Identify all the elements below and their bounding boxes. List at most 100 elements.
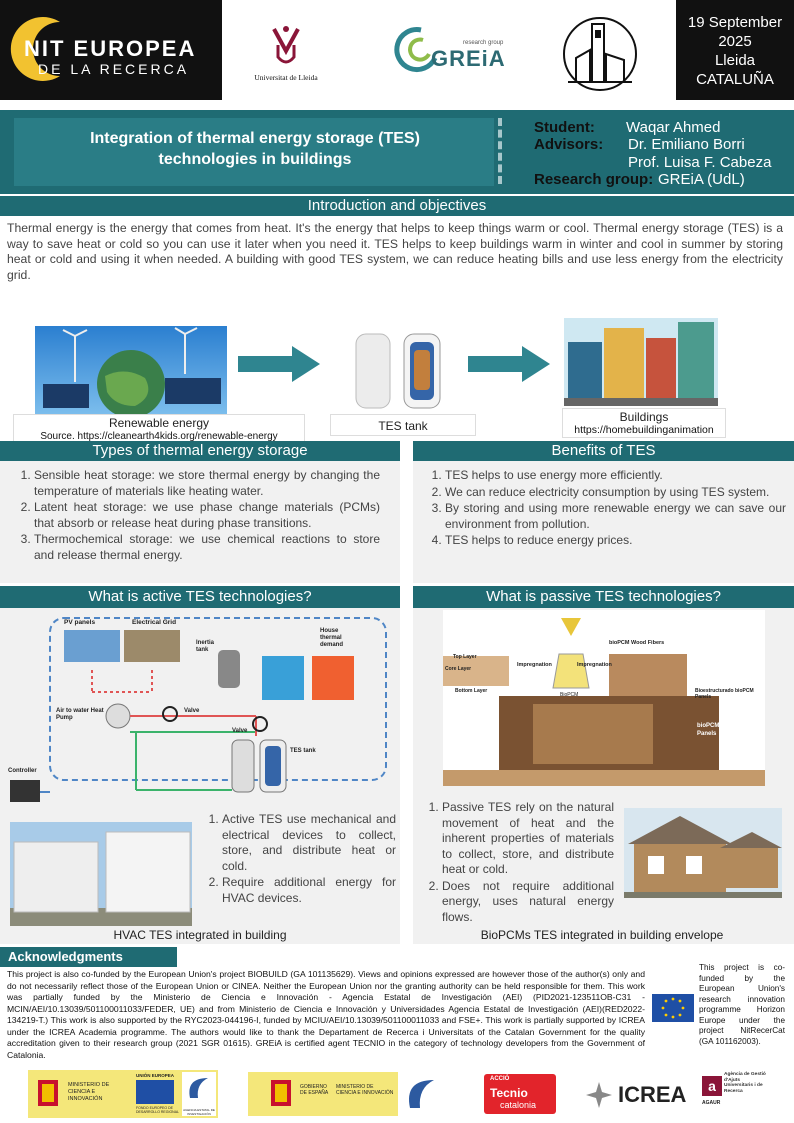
intro-heading: Introduction and objectives [0,196,794,216]
fondo-text: FONDO EUROPEO DE DESARROLLO REGIONAL [136,1106,179,1114]
container-units-icon [10,831,192,926]
caption-renewable: Renewable energy [108,416,210,430]
logo-icrea: ICREA [584,1078,686,1112]
title-band: Integration of thermal energy storage (T… [0,110,794,194]
diag-pv: PV panels [64,619,96,626]
greia-swirl-icon [394,27,438,73]
agencia-text: AGENCIA ESTATAL DE INVESTIGACIÓN [183,1108,215,1116]
benefits-item: TES helps to reduce energy prices. [445,533,786,549]
active-item: Require additional energy for HVAC devic… [222,875,396,906]
pdiag-flooring: bioPCM Flooring [463,737,487,751]
nit-europea-logo: NIT EUROPEA DE LA RECERCA [0,0,222,100]
types-list: Sensible heat storage: we store thermal … [10,468,380,564]
pdiag-top: Top Layer [453,654,477,660]
active-item: Active TES use mechanical and electrical… [222,812,396,874]
date-line4: CATALUÑA [696,71,774,88]
renewable-energy-image [35,326,227,418]
tank-pair-icon [355,333,441,409]
udl-logo: Universitat de Lleida [246,14,326,90]
diag-controller: Controller [8,768,37,774]
active-diagram: PV panels Electrical Grid Inertia tank H… [6,612,400,812]
udl-emblem-icon [272,25,300,63]
caption-renewable-source: Source. https://cleanearth4kids.org/rene… [40,431,278,442]
passive-list: Passive TES rely on the natural movement… [418,800,614,926]
diag-inertia: Inertia tank [196,640,215,653]
ministerio-text: MINISTERIO DE CIENCIA E INNOVACIÓN [68,1082,110,1102]
eu-mini-flag [136,1080,174,1104]
arrow-right-icon-2 [468,346,550,382]
spain-shield-icon-2 [271,1080,291,1106]
logo-accio: ACCIÓ Tecnio catalonia [484,1074,556,1114]
diag-grid: Electrical Grid [132,619,177,626]
advisor1: Dr. Emiliano Borri [628,136,745,153]
logo-gobierno-group: GOBIERNO DE ESPAÑA MINISTERIO DE CIENCIA… [248,1072,442,1116]
active-caption: HVAC TES integrated in building [113,928,287,942]
pdiag-bottom: Bottom Layer [455,688,488,694]
gobierno-text: GOBIERNO DE ESPAÑA [300,1084,329,1096]
pdiag-impreg2: Impregnation [577,662,612,668]
benefits-panel [413,441,794,583]
eu-note: This project is co-funded by the Europea… [699,963,785,1046]
caption-buildings: Buildings [619,410,669,424]
greia-logo: research group GREiA [393,24,523,78]
student-label: Student: [534,119,595,136]
caption-buildings-source: https://homebuildinganimation [574,424,714,436]
benefits-list: TES helps to use energy more efficiently… [421,468,786,550]
lleida-cathedral-logo [560,10,640,94]
tecnio-text: Tecnio [490,1086,528,1100]
icrea-text: ICREA [618,1082,687,1107]
date-line3: Lleida [714,52,756,69]
caption-tank: TES tank [330,414,476,436]
cathedral-icon [563,17,637,91]
eu-flag [652,994,694,1022]
arrow-right-icon [238,346,320,382]
logo-agaur: a Agència de Gestió d'Ajuts Universitari… [700,1070,766,1118]
active-heading: What is active TES technologies? [0,586,400,608]
agaur-text: Agència de Gestió d'Ajuts Universitaris … [724,1072,766,1094]
catalonia-text: catalonia [500,1100,537,1110]
icrea-burst-icon [586,1082,612,1108]
agencia-logo: AGENCIA ESTATAL DE INVESTIGACIÓN [182,1072,216,1116]
intro-text: Thermal energy is the energy that comes … [7,221,783,282]
aei-logo-2 [398,1072,442,1116]
date-line1: 19 September [687,14,783,31]
tes-tank-image [350,330,450,412]
diag-heatpump: Air to water Heat Pump [56,708,104,721]
wooden-house-image [624,808,782,898]
renewable-caption-box: Renewable energy Source. https://cleanea… [13,414,305,444]
header-bar: NIT EUROPEA DE LA RECERCA Universitat de… [0,0,794,100]
benefits-item: By storing and using more renewable ener… [445,501,786,532]
types-item: Sensible heat storage: we store thermal … [34,468,380,499]
hvac-system-diagram [10,617,387,802]
crescent-moon-icon [10,17,60,81]
ministerio2-text: MINISTERIO DE CIENCIA E INNOVACIÓN [336,1084,394,1096]
student-name: Waqar Ahmed [626,119,721,136]
diag-valve1: Valve [184,708,200,714]
buildings-caption-box: Buildings https://homebuildinganimation [562,408,726,438]
ack-text: This project is also co-funded by the Eu… [7,969,645,1060]
date-box: 19 September 2025 Lleida CATALUÑA [676,0,794,100]
types-item: Latent heat storage: we use phase change… [34,500,380,531]
types-panel [0,441,400,583]
benefits-item: We can reduce electricity consumption by… [445,485,786,501]
earth-solar-wind-icon [43,327,221,418]
brand-line1: NIT EUROPEA [24,36,197,61]
wooden-house-icon [624,816,782,898]
pdiag-flask: BioPCM [560,692,579,698]
pdiag-impreg1: Impregnation [517,662,552,668]
agaur-abbr: AGAUR [702,1100,721,1106]
biopcm-diagram [443,618,765,786]
containers-image [10,822,192,926]
advisors-label: Advisors: [534,136,604,153]
passive-heading: What is passive TES technologies? [413,586,794,608]
passive-item: Passive TES rely on the natural movement… [442,800,614,878]
diag-tes: TES tank [290,748,316,754]
group-label: Research group: [534,171,654,188]
greia-name: GREiA [431,46,506,71]
accio-text: ACCIÓ [490,1076,510,1082]
aei-logo-icon [189,1078,208,1098]
group-name: GREiA (UdL) [658,171,745,188]
logo-ministerio-group: MINISTERIO DE CIENCIA E INNOVACIÓN UNIÓN… [28,1070,218,1118]
diag-valve2: Valve [232,728,248,734]
buildings-icon [564,322,718,406]
